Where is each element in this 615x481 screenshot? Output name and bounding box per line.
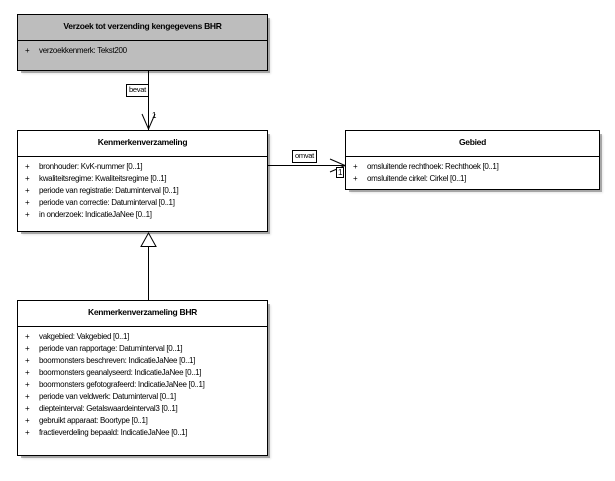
visibility-marker: + [25, 174, 30, 183]
attribute-signature: vakgebied: Vakgebied [0..1] [39, 332, 130, 341]
attribute-row: + periode van registratie: Datuminterval… [22, 185, 265, 197]
attribute-row: + omsluitende cirkel: Cirkel [0..1] [350, 173, 597, 185]
visibility-marker: + [25, 332, 30, 341]
class-box-kenmerkenverzameling[interactable]: Kenmerkenverzameling + bronhouder: KvK-n… [17, 130, 268, 232]
generalization-triangle-icon [140, 232, 157, 247]
attribute-signature: periode van rapportage: Datuminterval [0… [39, 344, 183, 353]
visibility-marker: + [25, 428, 30, 437]
visibility-marker: + [25, 380, 30, 389]
visibility-marker: + [353, 174, 358, 183]
visibility-marker: + [25, 162, 30, 171]
visibility-marker: + [25, 186, 30, 195]
visibility-marker: + [25, 46, 30, 55]
attribute-signature: gebruikt apparaat: Boortype [0..1] [39, 416, 148, 425]
attribute-signature: periode van veldwerk: Datuminterval [0..… [39, 392, 176, 401]
class-attributes-kenmerkenverzameling: + bronhouder: KvK-nummer [0..1] + kwalit… [18, 157, 267, 225]
class-box-kenmerkenverzameling-bhr[interactable]: Kenmerkenverzameling BHR + vakgebied: Va… [17, 300, 268, 456]
attribute-row: + bronhouder: KvK-nummer [0..1] [22, 161, 265, 173]
attribute-signature: omsluitende rechthoek: Rechthoek [0..1] [367, 162, 499, 171]
class-box-gebied[interactable]: Gebied + omsluitende rechthoek: Rechthoe… [345, 130, 600, 190]
attribute-signature: periode van registratie: Datuminterval [… [39, 186, 179, 195]
attribute-row: + omsluitende rechthoek: Rechthoek [0..1… [350, 161, 597, 173]
association-line-omvat [268, 165, 345, 166]
attribute-row: + periode van veldwerk: Datuminterval [0… [22, 391, 265, 403]
attribute-signature: boormonsters gefotografeerd: IndicatieJa… [39, 380, 205, 389]
attribute-row: + in onderzoek: IndicatieJaNee [0..1] [22, 209, 265, 221]
class-attributes-gebied: + omsluitende rechthoek: Rechthoek [0..1… [346, 157, 599, 189]
visibility-marker: + [25, 344, 30, 353]
visibility-marker: + [25, 416, 30, 425]
class-name-verzoek: Verzoek tot verzending kengegevens BHR [18, 15, 267, 41]
attribute-row: + boormonsters geanalyseerd: IndicatieJa… [22, 367, 265, 379]
attribute-row: + kwaliteitsregime: Kwaliteitsregime [0.… [22, 173, 265, 185]
attribute-signature: omsluitende cirkel: Cirkel [0..1] [367, 174, 467, 183]
attribute-signature: kwaliteitsregime: Kwaliteitsregime [0..1… [39, 174, 167, 183]
attribute-signature: in onderzoek: IndicatieJaNee [0..1] [39, 210, 152, 219]
class-name-gebied: Gebied [346, 131, 599, 157]
class-box-verzoek-tot-verzending-kengegevens-bhr[interactable]: Verzoek tot verzending kengegevens BHR +… [17, 14, 268, 71]
attribute-signature: bronhouder: KvK-nummer [0..1] [39, 162, 143, 171]
attribute-signature: periode van correctie: Datuminterval [0.… [39, 198, 175, 207]
attribute-signature: fractieverdeling bepaald: IndicatieJaNee… [39, 428, 188, 437]
class-name-kenmerkenverzameling-bhr: Kenmerkenverzameling BHR [18, 301, 267, 327]
arrowhead-bevat [141, 113, 156, 130]
association-line-bevat [148, 71, 149, 130]
association-label-omvat: omvat [292, 150, 317, 163]
attribute-row: + boormonsters beschreven: IndicatieJaNe… [22, 355, 265, 367]
visibility-marker: + [25, 392, 30, 401]
visibility-marker: + [25, 198, 30, 207]
multiplicity-omvat-target: 1 [336, 167, 345, 178]
attribute-signature: diepteinterval: Getalswaardeinterval3 [0… [39, 404, 178, 413]
attribute-row: + diepteinterval: Getalswaardeinterval3 … [22, 403, 265, 415]
attribute-row: + periode van rapportage: Datuminterval … [22, 343, 265, 355]
association-label-bevat: bevat [126, 84, 149, 97]
class-attributes-kenmerkenverzameling-bhr: + vakgebied: Vakgebied [0..1] + periode … [18, 327, 267, 443]
class-name-kenmerkenverzameling: Kenmerkenverzameling [18, 131, 267, 157]
visibility-marker: + [25, 210, 30, 219]
attribute-row: + vakgebied: Vakgebied [0..1] [22, 331, 265, 343]
visibility-marker: + [25, 368, 30, 377]
attribute-row: + periode van correctie: Datuminterval [… [22, 197, 265, 209]
class-attributes-verzoek: + verzoekkenmerk: Tekst200 [18, 41, 267, 61]
attribute-row: + fractieverdeling bepaald: IndicatieJaN… [22, 427, 265, 439]
attribute-row: + boormonsters gefotografeerd: Indicatie… [22, 379, 265, 391]
multiplicity-bevat-target: 1 [152, 111, 157, 120]
visibility-marker: + [25, 404, 30, 413]
visibility-marker: + [353, 162, 358, 171]
attribute-signature: verzoekkenmerk: Tekst200 [39, 46, 127, 55]
attribute-signature: boormonsters geanalyseerd: IndicatieJaNe… [39, 368, 202, 377]
visibility-marker: + [25, 356, 30, 365]
attribute-row: + verzoekkenmerk: Tekst200 [22, 45, 265, 57]
attribute-signature: boormonsters beschreven: IndicatieJaNee … [39, 356, 196, 365]
attribute-row: + gebruikt apparaat: Boortype [0..1] [22, 415, 265, 427]
generalization-line [148, 246, 149, 300]
